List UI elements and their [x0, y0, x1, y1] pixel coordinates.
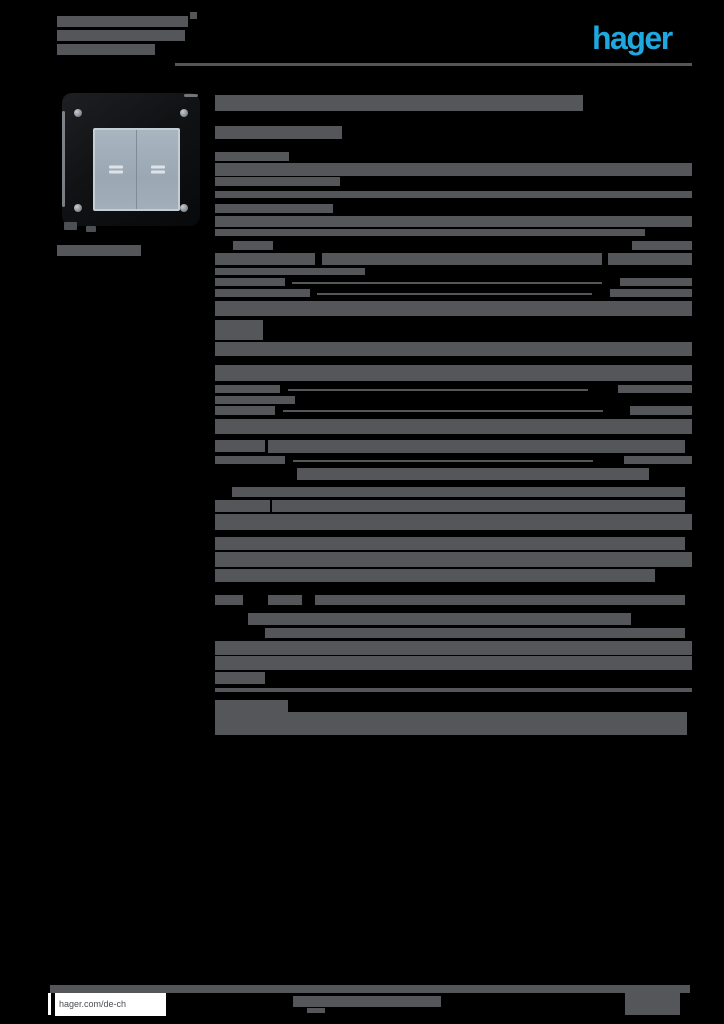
- header-rule: [175, 63, 692, 66]
- footer-page-number: [625, 993, 680, 1015]
- spec-row-12-label: [215, 456, 285, 464]
- footer-left-edge: [48, 993, 51, 1015]
- footer-rule-band: [50, 985, 690, 993]
- paragraph-1-line-3: [215, 191, 692, 198]
- rocker-symbol-icon: [108, 165, 123, 174]
- rocker-symbol-icon: [150, 165, 165, 174]
- spec-row-13: [297, 468, 649, 480]
- screw-icon: [74, 204, 82, 212]
- spec-block-8: [215, 641, 692, 655]
- spec-row-15-label: [215, 500, 270, 512]
- screw-icon: [74, 109, 82, 117]
- sender-line-1-superscript: [190, 12, 197, 19]
- spec-row-20: [215, 672, 265, 684]
- spec-block-3: [215, 365, 692, 381]
- product-photo: [62, 93, 200, 232]
- footer-center-text: [293, 996, 441, 1007]
- spec-row-8-leader: [288, 389, 588, 391]
- spec-row-15-text: [272, 500, 685, 512]
- spec-row-3-value: [632, 241, 692, 250]
- spec-row-19: [265, 628, 685, 638]
- spec-row-4-mid: [322, 253, 602, 265]
- photo-highlight-top-right: [184, 94, 198, 97]
- spec-block-1: [215, 301, 692, 316]
- screw-icon: [180, 109, 188, 117]
- spec-row-9: [215, 396, 295, 404]
- sender-line-1: [57, 16, 188, 27]
- section-heading-2: [215, 204, 333, 213]
- section-heading-4: [215, 440, 265, 452]
- spec-row-8-value: [618, 385, 692, 393]
- spec-row-6-leader: [292, 282, 602, 284]
- spec-row-18: [248, 613, 631, 625]
- spec-row-4-value: [608, 253, 692, 265]
- spec-row-10-leader: [283, 410, 603, 412]
- spec-row-4-label: [215, 253, 315, 265]
- spec-row-7-leader: [317, 293, 592, 295]
- sender-line-3: [57, 44, 155, 55]
- spec-row-2: [215, 229, 645, 236]
- spec-row-17-label: [215, 595, 243, 605]
- spec-block-7: [215, 569, 655, 582]
- spec-row-12-value: [624, 456, 692, 464]
- spec-block-2: [215, 342, 692, 356]
- section-heading-3: [215, 320, 263, 340]
- screw-icon: [180, 204, 188, 212]
- spec-row-10-label: [215, 406, 275, 415]
- spec-row-12-leader: [293, 460, 593, 462]
- hager-logo: hager: [592, 20, 673, 56]
- paragraph-1-line-2: [215, 177, 340, 186]
- spec-block-10: [215, 688, 692, 692]
- spec-row-1: [215, 216, 692, 227]
- paragraph-1-line-1: [215, 163, 692, 176]
- photo-highlight-left: [62, 111, 65, 207]
- sender-line-2: [57, 30, 185, 41]
- section-heading-6: [215, 700, 288, 712]
- spec-row-6-value: [620, 278, 692, 286]
- rocker-right: [137, 130, 178, 209]
- spec-row-14: [232, 487, 685, 497]
- section-heading-1: [215, 152, 289, 161]
- spec-row-8-label: [215, 385, 280, 393]
- spec-block-6: [215, 552, 692, 567]
- footer-center-text-2: [307, 1008, 325, 1013]
- spec-row-17-text: [315, 595, 685, 605]
- rocker-left: [95, 130, 137, 209]
- mounting-foot: [86, 226, 96, 232]
- spec-block-4: [215, 419, 692, 434]
- spec-row-7-value: [610, 289, 692, 297]
- website-link[interactable]: hager.com/de-ch: [55, 993, 166, 1016]
- spec-block-9: [215, 656, 692, 670]
- product-subtitle: [215, 126, 342, 139]
- product-title: [215, 95, 583, 111]
- spec-row-17-mid: [268, 595, 302, 605]
- mounting-foot: [64, 222, 77, 230]
- spec-block-5: [215, 514, 692, 530]
- spec-row-16: [248, 537, 685, 550]
- image-caption: [57, 245, 141, 256]
- spec-row-3-label: [233, 241, 273, 250]
- spec-row-7-label: [215, 289, 310, 297]
- spec-row-5: [215, 268, 365, 275]
- spec-block-11: [215, 712, 687, 735]
- spec-row-11: [268, 440, 685, 453]
- switch-panel: [93, 128, 180, 211]
- spec-row-10-value: [630, 406, 692, 415]
- spec-row-6-label: [215, 278, 285, 286]
